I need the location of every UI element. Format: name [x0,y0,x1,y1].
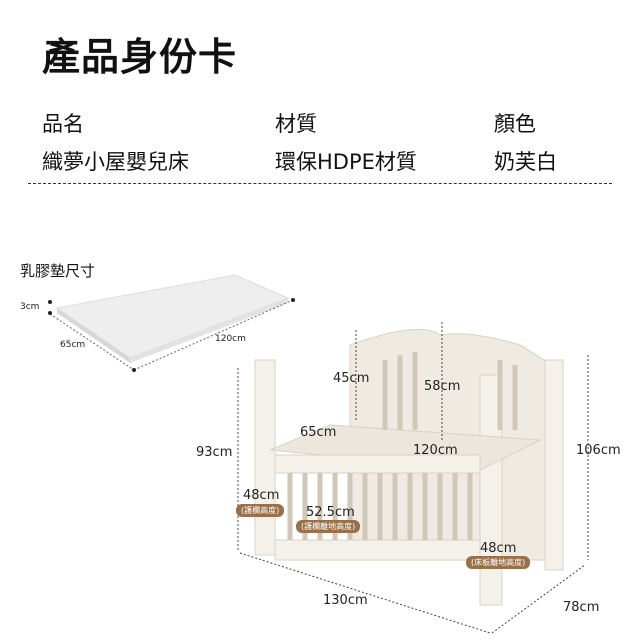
crib-depth: 78cm [563,600,600,615]
spec-label-name: 品名 [42,112,84,136]
mattress-width: 65cm [60,340,86,350]
spec-label-material: 材質 [275,112,317,136]
crib-rail-height: 48cm [243,488,280,503]
spec-value-name: 織夢小屋嬰兒床 [42,150,189,174]
rail-ground-tag: (護欄離地高度) [296,520,361,533]
spec-value-material: 環保HDPE材質 [275,150,417,174]
page-title: 產品身份卡 [42,35,238,79]
rail-height-tag: (護欄高度) [236,504,285,517]
bed-ground-tag: (床板離地高度) [466,556,531,569]
crib-rail-ground: 52.5cm [306,505,355,520]
mattress-length: 120cm [215,334,246,344]
crib-image [254,328,564,606]
crib-inner-length: 120cm [413,443,458,458]
mattress-image [48,274,295,372]
crib-rail-inner: 45cm [333,371,370,386]
crib-length: 130cm [323,593,368,608]
mattress-title: 乳膠墊尺寸 [20,262,96,280]
divider [28,183,612,184]
mattress-thickness: 3cm [20,302,40,312]
spec-value-color: 奶芙白 [494,150,557,174]
crib-headboard: 58cm [424,379,461,394]
spec-label-color: 顏色 [494,112,536,136]
crib-max-height: 106cm [576,443,621,458]
crib-inner-width: 65cm [300,425,337,440]
crib-bed-ground: 48cm [480,541,517,556]
crib-total-height: 93cm [196,445,233,460]
dimension-lines [237,322,589,634]
